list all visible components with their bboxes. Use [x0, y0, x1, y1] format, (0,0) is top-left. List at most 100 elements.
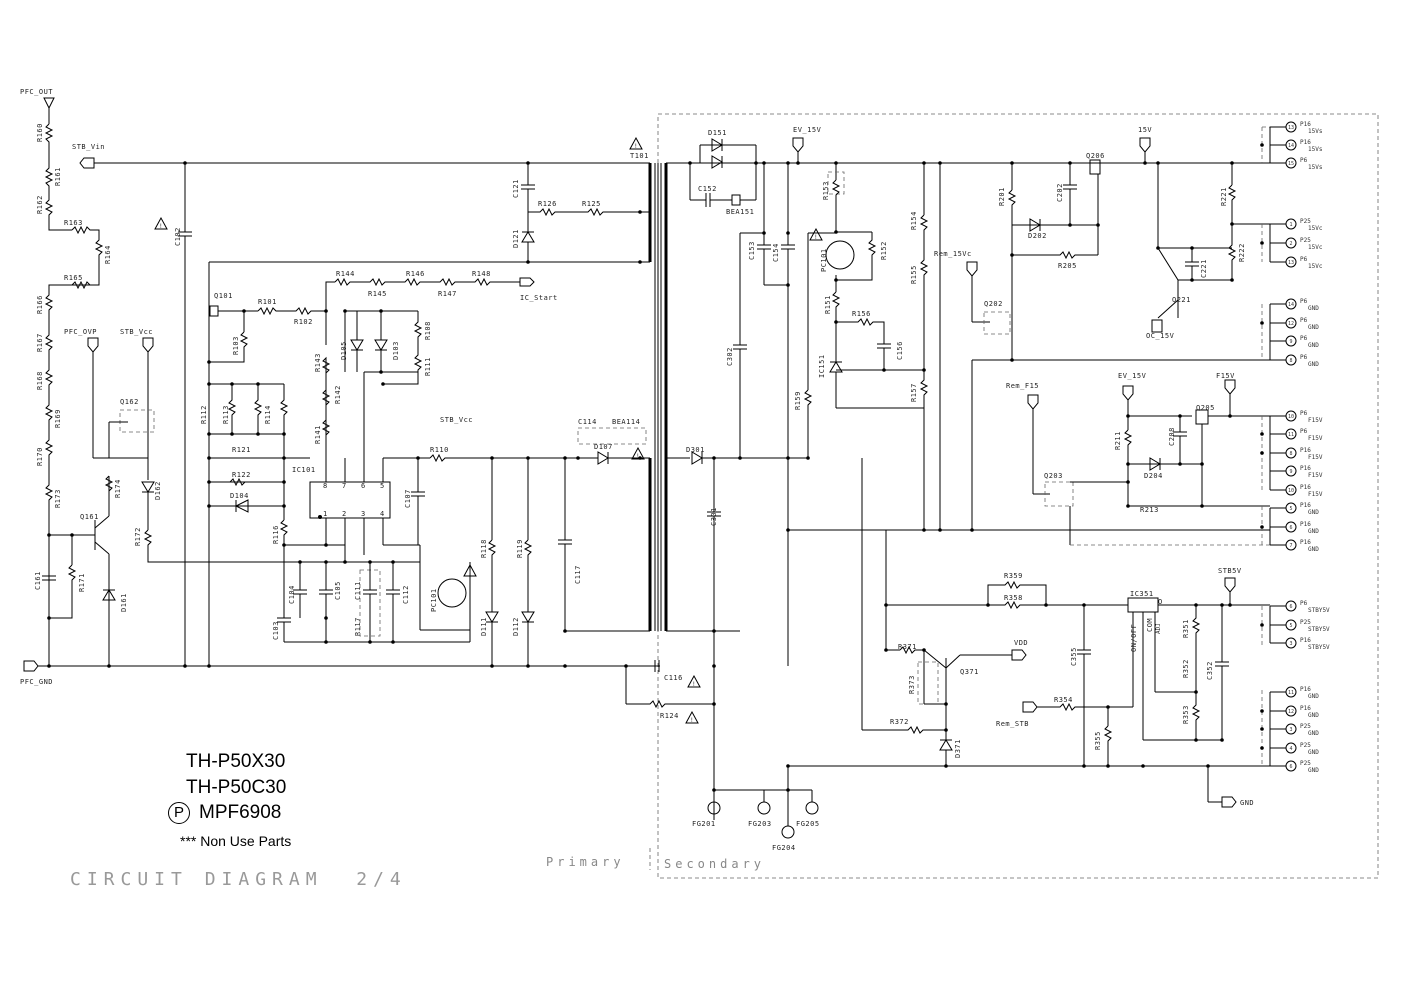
connector-pin-circle	[1285, 723, 1297, 735]
component-label: D107	[594, 443, 613, 451]
connector-net-name: 15Vs	[1308, 146, 1323, 153]
connector-pin-name: P6	[1300, 410, 1308, 417]
component-label: C156	[896, 341, 904, 360]
svg-text:!: !	[814, 234, 818, 241]
connector-pin-number: 6	[1289, 764, 1292, 770]
connector-net-name: 15Vc	[1308, 225, 1323, 232]
component-label: R142	[334, 385, 342, 404]
connector-net-name: STBY5V	[1308, 644, 1330, 651]
connector-pin-name: P16	[1300, 121, 1311, 128]
ic-pin-number: 5	[380, 482, 385, 490]
component-label: R169	[54, 409, 62, 428]
component-label: R355	[1094, 731, 1102, 750]
component-label: T101	[630, 152, 649, 160]
diagram-title: CIRCUIT DIAGRAM 2/4	[70, 869, 407, 890]
connector-pin-number: 8	[1289, 451, 1292, 457]
component-label: R351	[1182, 619, 1190, 638]
connector-pin-circle	[1285, 157, 1297, 169]
component-labels: R160 R161 R162 R163 R164 R165 R166 R167 …	[34, 123, 1246, 852]
component-label: R173	[54, 489, 62, 508]
net-label: 15V	[1138, 126, 1152, 134]
connector-net-name: GND	[1308, 509, 1319, 516]
connector-pin-name: P16	[1300, 484, 1311, 491]
component-label: C152	[698, 185, 717, 193]
component-label: R118	[480, 539, 488, 558]
component-label: C116	[664, 674, 683, 682]
part-number-row: P MPF6908	[168, 801, 281, 825]
component-label: IC101	[292, 466, 316, 474]
connector-net-name: GND	[1308, 342, 1319, 349]
svg-text:!: !	[159, 223, 163, 230]
component-label: IC151	[818, 354, 826, 378]
connector-pin-circle	[1285, 619, 1297, 631]
component-label: BEA151	[726, 208, 754, 216]
component-label: C111	[354, 581, 362, 600]
component-label: C352	[1206, 661, 1214, 680]
connector-pin-name: P6	[1300, 157, 1308, 164]
component-label: R111	[424, 357, 432, 376]
component-label: Q205	[1196, 404, 1215, 412]
component-label: IC351	[1130, 590, 1154, 598]
warning-triangle-icon: !	[809, 227, 823, 241]
connector-pin-number: 6	[1289, 525, 1292, 531]
component-label: R170	[36, 447, 44, 466]
net-label: STB_Vcc	[120, 328, 153, 336]
component-label: BEA114	[612, 418, 640, 426]
component-label: R124	[660, 712, 679, 720]
connector-pin-circle	[1285, 686, 1297, 698]
component-label: R114	[264, 405, 272, 424]
component-label: O	[1158, 598, 1163, 606]
component-label: R101	[258, 298, 277, 306]
component-label: D202	[1028, 232, 1047, 240]
net-label: IC_Start	[520, 294, 558, 302]
connector-net-name: GND	[1308, 749, 1319, 756]
connector-pin-name: P6	[1300, 298, 1308, 305]
ic101-pin-numbers: 8 7 6 5 1 2 3 4	[323, 482, 385, 518]
component-label: R221	[1220, 187, 1228, 206]
svg-text:!: !	[468, 570, 472, 577]
component-label: R352	[1182, 659, 1190, 678]
connector-pin-name: P6	[1300, 428, 1308, 435]
connector-pin-name: P16	[1300, 521, 1311, 528]
ic-pin-number: 4	[380, 510, 385, 518]
ic101-body	[309, 481, 391, 519]
warning-triangle-icon: !	[685, 710, 699, 724]
component-label: C355	[1070, 647, 1078, 666]
component-label: R354	[1054, 696, 1073, 704]
connector-pin-number: 10	[1288, 488, 1294, 494]
connector-pin-circle	[1285, 521, 1297, 533]
component-label: C117	[574, 565, 582, 584]
connector-pin-circle	[1285, 298, 1297, 310]
net-label: EV_15V	[793, 126, 822, 134]
net-label: VDD	[1014, 639, 1028, 647]
component-label: R156	[852, 310, 871, 318]
component-label: R121	[232, 446, 251, 454]
net-label: PFC_GND	[20, 678, 53, 686]
connector-pin-number: 14	[1288, 302, 1294, 308]
connector-pin-number: 15	[1288, 161, 1294, 167]
connector-pin-name: P6	[1300, 317, 1308, 324]
connector-net-name: GND	[1308, 730, 1319, 737]
component-label: C103	[272, 621, 280, 640]
secondary-section-wires	[689, 126, 1270, 839]
connector-pin-circle	[1285, 317, 1297, 329]
connector-pin-name: P25	[1300, 742, 1311, 749]
connector-pin-number: 3	[1289, 641, 1292, 647]
junction-dots	[47, 143, 1264, 792]
component-label: C112	[402, 585, 410, 604]
connector-net-name: GND	[1308, 546, 1319, 553]
net-labels: PFC_OUT STB_Vin PFC_OVP STB_Vcc PFC_GND …	[20, 88, 1254, 807]
component-label: R222	[1238, 243, 1246, 262]
warning-triangle-icons: ! ! ! ! ! ! !	[154, 136, 823, 724]
net-label: PFC_OVP	[64, 328, 97, 336]
component-label: R147	[438, 290, 457, 298]
net-label: Rem_STB	[996, 720, 1029, 728]
connector-net-name: GND	[1308, 528, 1319, 535]
component-label: D121	[512, 229, 520, 248]
connector-net-name: GND	[1308, 712, 1319, 719]
component-label: FG204	[772, 844, 796, 852]
net-label: Rem_15Vc	[934, 250, 972, 258]
component-label: ON/OFF	[1130, 624, 1138, 652]
svg-text:!: !	[690, 717, 694, 724]
